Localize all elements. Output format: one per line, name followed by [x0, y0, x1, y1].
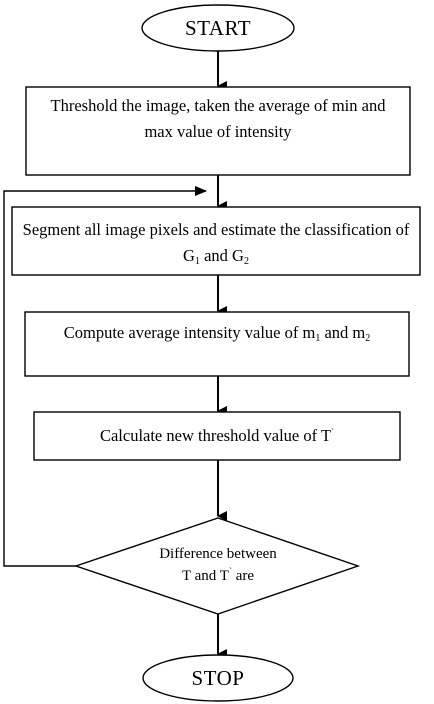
- start-label-text: START: [184, 16, 252, 40]
- step2-sub1: 1: [194, 256, 200, 267]
- step4-label: Calculate new threshold value of T`: [34, 423, 400, 449]
- step2-sub2: 2: [243, 256, 249, 267]
- step3-label: Compute average intensity value of m1 an…: [35, 320, 399, 346]
- start-label: START: [142, 16, 294, 40]
- stop-label: STOP: [143, 666, 293, 690]
- stop-label-text: STOP: [191, 666, 245, 690]
- stop-terminal: [142, 654, 294, 702]
- step1-box: [25, 86, 411, 176]
- decision-sup: `: [228, 566, 232, 576]
- decision-line2: T and T` are: [118, 565, 318, 587]
- decision-line2-prefix: T and T: [181, 568, 229, 584]
- step3-box: [24, 311, 410, 377]
- step3-sub2: 2: [365, 333, 371, 344]
- step3-label-prefix: Compute average intensity value of m: [63, 323, 316, 342]
- loop-back-connector: [3, 186, 207, 567]
- step3-label-mid: and m: [320, 323, 366, 342]
- step2-label-prefix: Segment all image pixels and estimate th…: [22, 220, 410, 265]
- step2-label-mid: and G: [199, 246, 244, 265]
- decision-label: Difference between T and T` are: [118, 543, 318, 587]
- step1-label-text: Threshold the image, taken the average o…: [50, 96, 386, 141]
- step4-label-prefix: Calculate new threshold value of T: [99, 426, 332, 445]
- decision-line2-suffix: are: [231, 568, 254, 584]
- step1-label: Threshold the image, taken the average o…: [36, 93, 400, 145]
- step2-label: Segment all image pixels and estimate th…: [22, 217, 410, 269]
- step4-sup: `: [331, 427, 335, 437]
- step3-sub1: 1: [315, 333, 321, 344]
- step4-box: [33, 411, 401, 461]
- step2-box: [11, 206, 421, 276]
- decision-line1: Difference between: [159, 546, 277, 562]
